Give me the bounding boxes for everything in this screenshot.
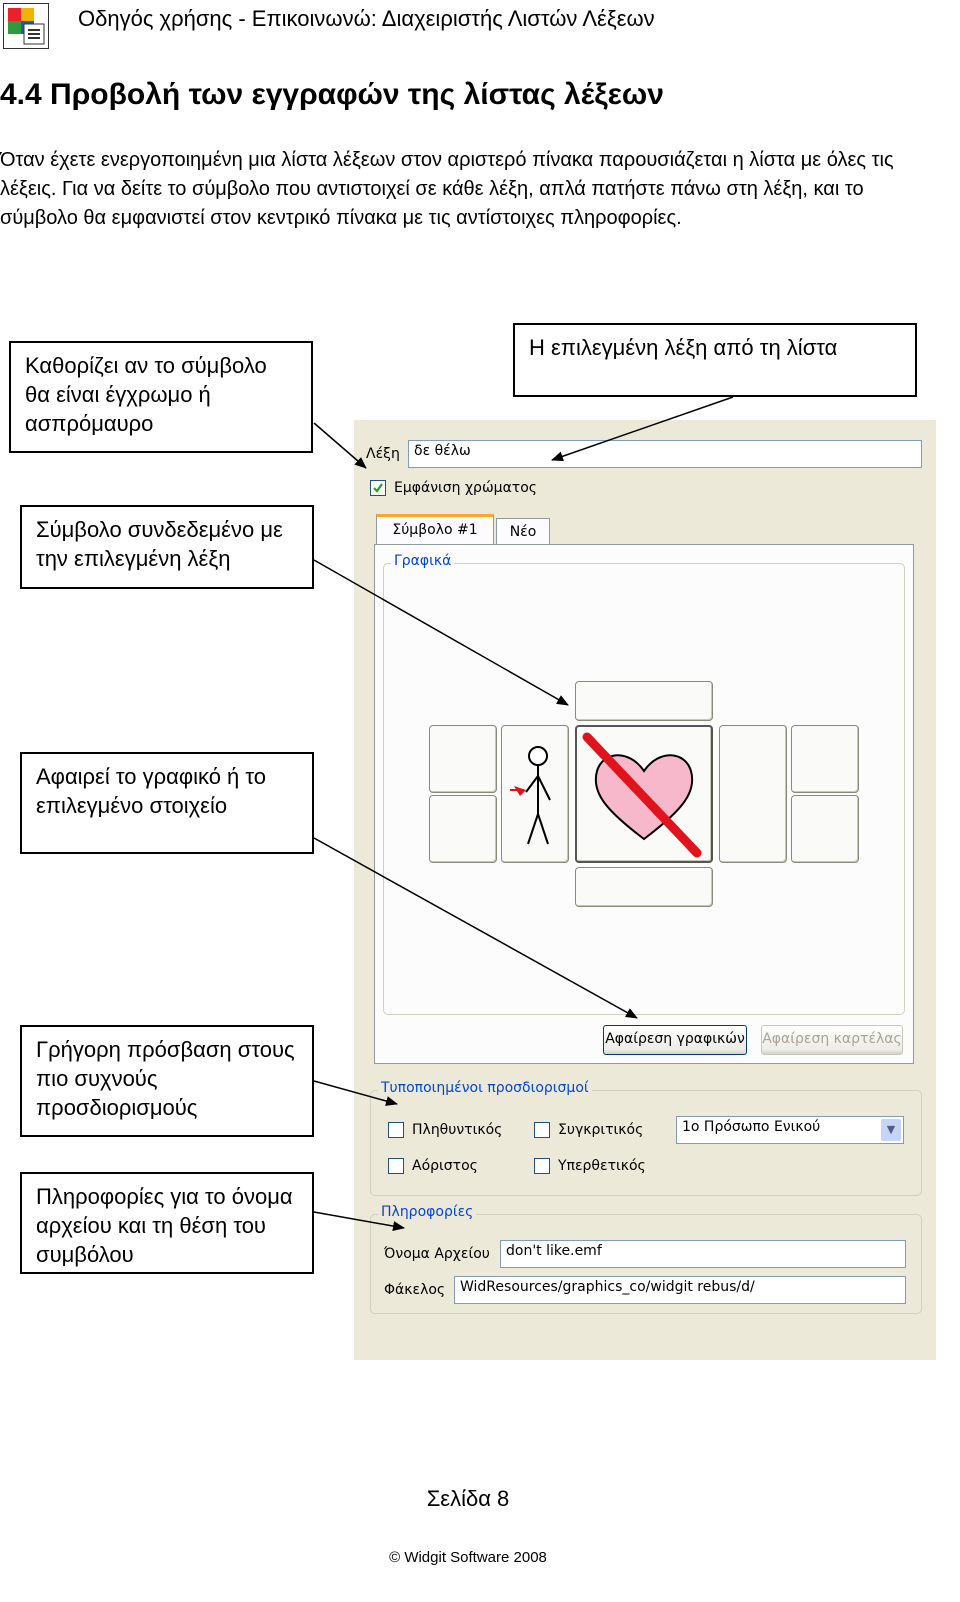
callout-file-info: Πληροφορίες για το όνομα αρχείου και τη … [20, 1172, 314, 1274]
callout-quick-access: Γρήγορη πρόσβαση στους πιο συχνούς προσδ… [20, 1025, 314, 1137]
symbol-slot-main[interactable] [575, 725, 713, 863]
comparative-label: Συγκριτικός [558, 1122, 644, 1138]
symbol-slot-right-bottom[interactable] [791, 795, 859, 863]
symbol-slot-top[interactable] [575, 681, 713, 721]
folder-field[interactable]: WidResources/graphics_co/widgit rebus/d/ [454, 1276, 906, 1304]
person-select[interactable]: 1ο Πρόσωπο Ενικού ▼ [676, 1116, 904, 1144]
callout-selected-word: Η επιλεγμένη λέξη από τη λίστα [513, 323, 917, 397]
checkmark-icon [373, 483, 383, 493]
chevron-down-icon[interactable]: ▼ [881, 1119, 901, 1141]
arrow-remove [313, 837, 638, 1019]
symbol-slot-left-bottom[interactable] [429, 795, 497, 863]
arrow-colour [313, 422, 367, 469]
modifiers-group-title: Τυποποιημένοι προσδιορισμοί [378, 1080, 592, 1096]
graphics-group-title: Γραφικά [391, 553, 455, 569]
info-group [370, 1214, 922, 1314]
tab-new[interactable]: Νέο [496, 518, 550, 544]
word-input[interactable]: δε θέλω [408, 440, 922, 468]
symbol-slot-person[interactable] [501, 725, 569, 863]
superlative-label: Υπερθετικός [558, 1158, 646, 1174]
word-label: Λέξη [366, 446, 400, 462]
page-number: Σελίδα 8 [426, 1486, 510, 1511]
symbol-slot-right-top[interactable] [791, 725, 859, 793]
person-select-value: 1ο Πρόσωπο Ενικού [682, 1119, 821, 1135]
symbol-slot-right[interactable] [719, 725, 787, 863]
word-editor-panel: Λέξη δε θέλω Εμφάνιση χρώματος Σύμβολο #… [354, 420, 936, 1360]
remove-card-button[interactable]: Αφαίρεση καρτέλας [761, 1025, 903, 1055]
show-colour-checkbox[interactable] [370, 480, 386, 496]
filename-label: Όνομα Αρχείου [384, 1246, 490, 1262]
app-logo [3, 3, 49, 49]
filename-field[interactable]: don't like.emf [500, 1240, 906, 1268]
arrow-selected-word [551, 396, 734, 462]
comparative-checkbox[interactable] [534, 1122, 550, 1138]
heart-crossed-symbol-icon [582, 732, 702, 858]
callout-colour: Καθορίζει αν το σύμβολο θα είναι έγχρωμο… [9, 341, 313, 453]
document-header-title: Οδηγός χρήσης - Επικοινωνώ: Διαχειριστής… [78, 6, 655, 31]
graphics-group [383, 563, 905, 1015]
show-colour-label: Εμφάνιση χρώματος [394, 480, 538, 496]
copyright: © Widgit Software 2008 [389, 1549, 547, 1566]
folder-label: Φάκελος [384, 1282, 446, 1298]
indefinite-checkbox[interactable] [388, 1158, 404, 1174]
plural-checkbox[interactable] [388, 1122, 404, 1138]
symbol-slot-bottom[interactable] [575, 867, 713, 907]
callout-linked-symbol: Σύμβολο συνδεδεμένο με την επιλεγμένη λέ… [20, 505, 314, 589]
arrow-quick-access [313, 1080, 398, 1106]
indefinite-label: Αόριστος [412, 1158, 478, 1174]
superlative-checkbox[interactable] [534, 1158, 550, 1174]
modifiers-group [370, 1090, 922, 1196]
info-group-title: Πληροφορίες [378, 1204, 477, 1220]
person-symbol-icon [510, 746, 551, 845]
intro-paragraph: Όταν έχετε ενεργοποιημένη μια λίστα λέξε… [0, 149, 894, 229]
tab-symbol-1[interactable]: Σύμβολο #1 [376, 514, 494, 544]
plural-label: Πληθυντικός [412, 1122, 503, 1138]
tab-body: Γραφικά Αφαίρεση [374, 544, 914, 1064]
remove-graphic-button[interactable]: Αφαίρεση γραφικών [603, 1025, 747, 1055]
arrow-file-info [313, 1211, 405, 1231]
callout-remove: Αφαιρεί το γραφικό ή το επιλεγμένο στοιχ… [20, 752, 314, 854]
arrow-linked-symbol [313, 559, 569, 706]
section-heading: 4.4 Προβολή των εγγραφών της λίστας λέξε… [0, 78, 664, 111]
symbol-slot-left-top[interactable] [429, 725, 497, 793]
